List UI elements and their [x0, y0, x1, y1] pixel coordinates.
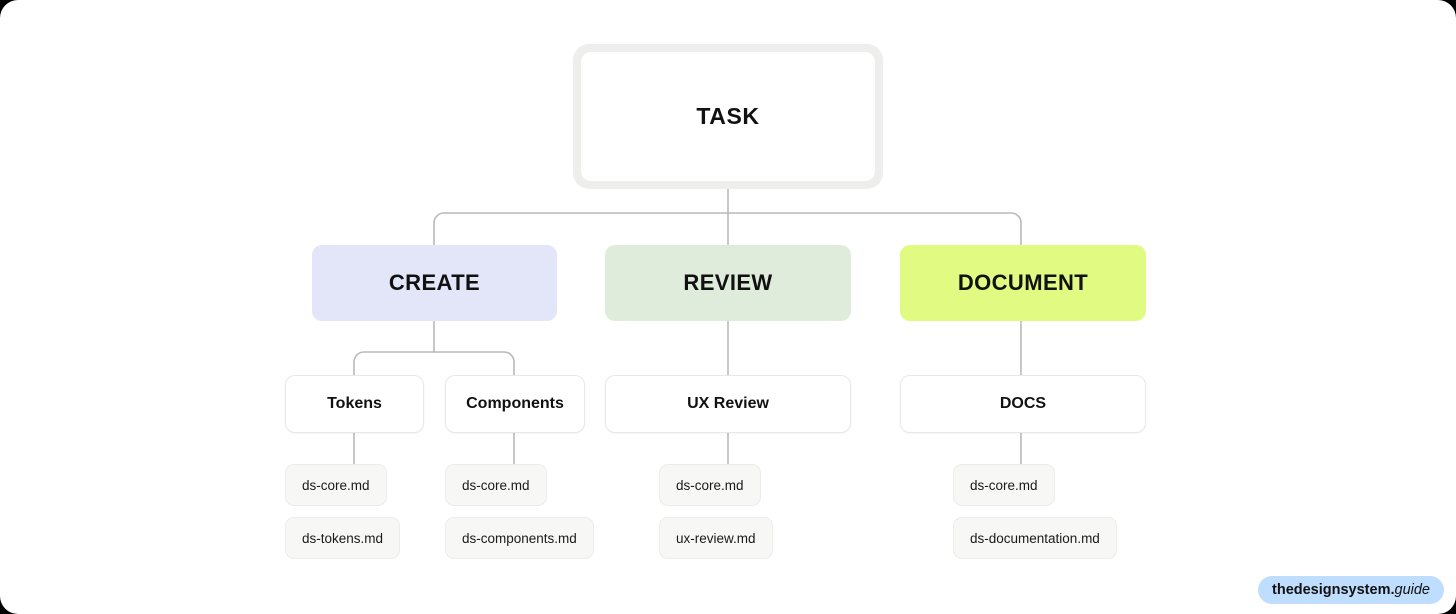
- file-chip[interactable]: ux-review.md: [659, 517, 773, 559]
- node-ux-review[interactable]: UX Review: [605, 375, 851, 433]
- file-chip[interactable]: ds-core.md: [953, 464, 1055, 506]
- wire-create-to-components: [433, 351, 515, 376]
- node-components[interactable]: Components: [445, 375, 585, 433]
- node-task-label: TASK: [581, 52, 875, 181]
- watermark-bold-text: thedesignsystem.: [1272, 582, 1395, 598]
- wire-create-to-tokens: [353, 351, 435, 376]
- node-create[interactable]: CREATE: [312, 245, 557, 321]
- file-chip[interactable]: ds-tokens.md: [285, 517, 401, 559]
- file-chip[interactable]: ds-documentation.md: [953, 517, 1117, 559]
- watermark-italic-text: guide: [1394, 582, 1430, 598]
- file-chip[interactable]: ds-components.md: [445, 517, 594, 559]
- node-docs[interactable]: DOCS: [900, 375, 1146, 433]
- file-chip[interactable]: ds-core.md: [285, 464, 387, 506]
- node-tokens[interactable]: Tokens: [285, 375, 424, 433]
- file-chip[interactable]: ds-core.md: [445, 464, 547, 506]
- wire-task-to-create: [433, 212, 729, 246]
- file-chip[interactable]: ds-core.md: [659, 464, 761, 506]
- node-task[interactable]: TASK: [573, 44, 883, 189]
- watermark-badge: thedesignsystem.guide: [1258, 576, 1444, 604]
- node-review[interactable]: REVIEW: [605, 245, 851, 321]
- node-document[interactable]: DOCUMENT: [900, 245, 1146, 321]
- wire-task-to-document: [727, 212, 1022, 246]
